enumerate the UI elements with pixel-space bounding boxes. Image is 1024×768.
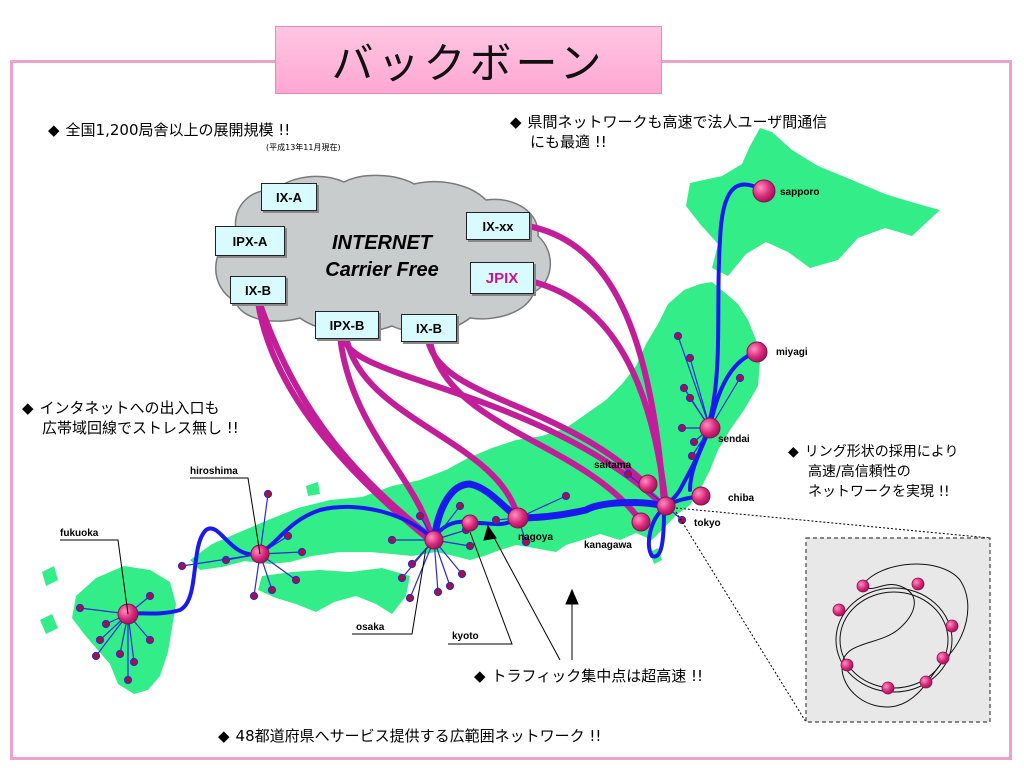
uplink-ipxb-nagoya [343, 333, 521, 521]
label-sendai: sendai [718, 434, 750, 445]
backbone-tokyo-loop [646, 506, 666, 559]
note-gateway-line1: インタネットへの出入口も [39, 399, 220, 417]
label-sapporo: sapporo [780, 187, 819, 198]
label-nagoya: nagoya [518, 532, 553, 543]
note-interpref: ◆ 県間ネットワークも高速で法人ユーザ間通信 にも最適 !! [510, 112, 827, 152]
uplink-ipxb-osaka [337, 333, 435, 543]
zoom-line-bottom [675, 511, 807, 723]
cloud-labels: INTERNET Carrier Free [325, 232, 438, 281]
zoom-line-top [675, 507, 991, 539]
node-chiba [691, 486, 711, 506]
leader-lines [60, 477, 991, 723]
node-sapporo [752, 179, 776, 203]
note-coverage-text: 48都道府県へサービス提供する広範囲ネットワーク !! [235, 727, 602, 745]
sendai-spokes [673, 331, 745, 461]
bullet-diamond-icon: ◆ [788, 444, 799, 460]
oki-land [306, 482, 320, 496]
label-tokyo: tokyo [694, 518, 721, 529]
backbone-osaka-hiroshima [258, 504, 436, 556]
note-interpref-line2: にも最適 !! [530, 133, 607, 151]
note-ring-line2: 高速/高信頼性の [808, 464, 911, 480]
label-hiroshima: hiroshima [190, 466, 238, 477]
node-tokyo [656, 496, 676, 516]
pop-nodes [117, 179, 776, 625]
backbone-hiroshima-fukuoka [126, 526, 262, 616]
ring-inset [805, 537, 991, 723]
note-scale-text: 全国1,200局舎以上の展開規模 !! [65, 121, 291, 139]
note-scale-date: (平成13年11月現在) [266, 143, 341, 152]
node-sendai [699, 417, 721, 439]
label-kyoto: kyoto [452, 631, 479, 642]
note-scale: ◆ 全国1,200局舎以上の展開規模 !! [48, 120, 290, 140]
goto-land [40, 614, 58, 634]
carrier-free-label: Carrier Free [325, 259, 438, 281]
backbone-tokyo-nagoya [514, 499, 668, 522]
note-ring-line3: ネットワークを実現 !! [808, 484, 950, 500]
note-traffic: ◆ トラフィック集中点は超高速 !! [474, 666, 703, 686]
exchange-ix-a: IX-A [261, 183, 317, 211]
page-title: バックボーン [331, 38, 606, 88]
leader-osaka [352, 547, 427, 635]
bullet-diamond-icon: ◆ [510, 113, 522, 131]
traffic-arrow-left [489, 529, 561, 661]
node-nagoya [507, 507, 529, 529]
shikoku-land [258, 568, 410, 614]
uplink-ixb2-kanagawa [427, 339, 643, 523]
note-ring-line1: リング形状の採用により [804, 444, 959, 460]
leader-hiroshima [190, 477, 261, 555]
node-miyagi [746, 341, 768, 363]
label-kanagawa: kanagawa [584, 540, 632, 551]
traffic-arrow-right-head [565, 588, 579, 605]
label-osaka: osaka [356, 622, 385, 633]
internet-uplinks [255, 223, 669, 545]
exchange-ix-b: IX-B [230, 276, 286, 304]
exchange-ix-b-2: IX-B [401, 314, 457, 342]
note-traffic-text: トラフィック集中点は超高速 !! [491, 667, 704, 685]
label-miyagi: miyagi [776, 347, 808, 358]
note-coverage: ◆ 48都道府県へサービス提供する広範囲ネットワーク !! [218, 726, 601, 746]
exchange-ipx-b: IPX-B [315, 311, 379, 339]
exchange-ipx-a: IPX-A [215, 226, 285, 256]
exchange-jpix: JPIX [470, 262, 534, 294]
leader-kyoto [448, 531, 513, 645]
city-labels: sapporo miyagi sendai saitama chiba toky… [60, 187, 819, 642]
leader-fukuoka [60, 539, 129, 615]
note-interpref-line1: 県間ネットワークも高速で法人ユーザ間通信 [527, 113, 828, 131]
traffic-arrow-left-head [483, 524, 497, 541]
label-fukuoka: fukuoka [60, 528, 99, 539]
bullet-diamond-icon: ◆ [474, 667, 486, 685]
backbone-nagoya-osaka [430, 480, 522, 544]
exchange-ix-xx: IX-xx [466, 212, 530, 240]
node-kanagawa [631, 512, 651, 532]
bullet-diamond-icon: ◆ [48, 121, 60, 139]
uplink-jpix-tokyo [531, 279, 669, 509]
note-gateway-line2: 広帯域回線でストレス無し !! [42, 419, 239, 437]
note-gateway: ◆ インタネットへの出入口も 広帯域回線でストレス無し !! [22, 398, 239, 438]
bullet-diamond-icon: ◆ [22, 399, 34, 417]
backbone-sapporo-tokyo [664, 182, 764, 508]
node-kyoto [461, 514, 479, 532]
uplink-ixb-osaka-b [257, 301, 437, 543]
internet-label: INTERNET [332, 232, 434, 254]
hokkaido-land [686, 128, 940, 276]
tsushima-land [42, 566, 58, 586]
node-saitama [638, 474, 658, 494]
note-ring: ◆ リング形状の採用により 高速/高信頼性の ネットワークを実現 !! [788, 442, 959, 502]
label-chiba: chiba [728, 493, 755, 504]
label-saitama: saitama [594, 460, 632, 471]
bullet-diamond-icon: ◆ [218, 727, 230, 745]
node-osaka [424, 530, 444, 550]
title-banner: バックボーン [275, 26, 662, 94]
